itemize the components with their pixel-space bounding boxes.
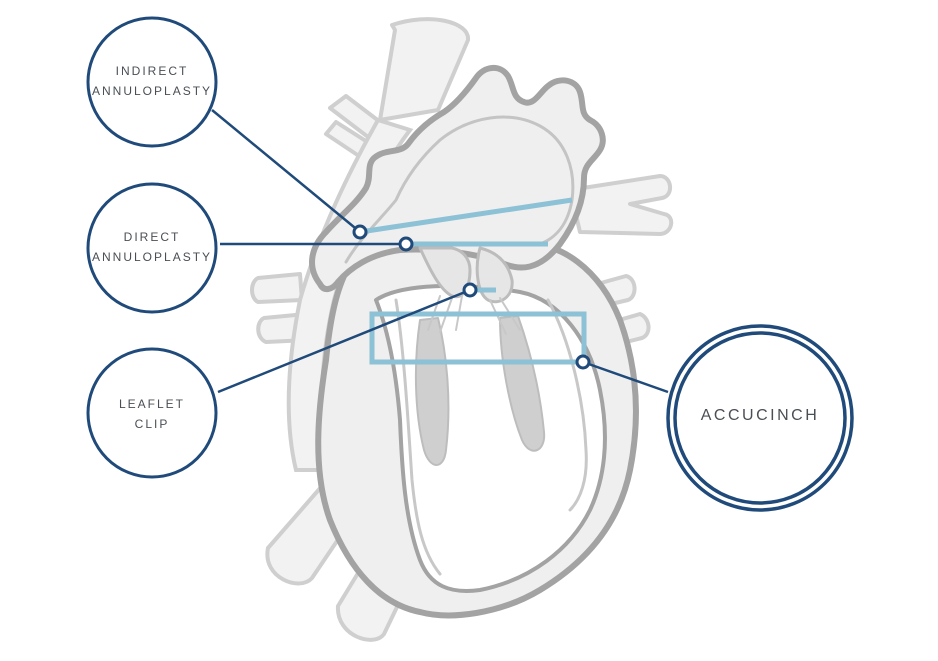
label-direct-line1: DIRECT xyxy=(123,230,181,244)
leader-leaflet xyxy=(217,288,471,394)
label-leaflet-line1: LEAFLET xyxy=(118,397,186,411)
leader-indirect xyxy=(211,109,361,233)
dot-indirect xyxy=(352,224,368,240)
pulmonary-vein-left-upper xyxy=(250,272,304,304)
circle-accucinch-inner xyxy=(673,331,847,505)
pulmonary-artery-right xyxy=(568,174,674,236)
label-accucinch: ACCUCINCH xyxy=(680,406,840,426)
callout-lines xyxy=(211,109,669,394)
callout-circles xyxy=(86,16,854,512)
circle-direct-annuloplasty xyxy=(86,182,218,314)
label-indirect-annuloplasty: INDIRECT ANNULOPLASTY xyxy=(92,61,212,101)
circle-leaflet-clip xyxy=(86,347,218,479)
leader-accucinch xyxy=(582,360,669,394)
dot-direct xyxy=(398,236,414,252)
connector-dots xyxy=(352,224,591,370)
ventricle-septum-line xyxy=(394,298,442,576)
device-indicators xyxy=(359,197,587,365)
label-accucinch-line1: ACCUCINCH xyxy=(700,407,820,424)
accucinch-implant-box xyxy=(369,311,587,365)
label-direct-line2: ANNULOPLASTY xyxy=(92,250,213,264)
indirect-annuloplasty-band xyxy=(359,197,573,235)
label-indirect-line2: ANNULOPLASTY xyxy=(92,84,213,98)
label-indirect-line1: INDIRECT xyxy=(115,64,189,78)
dot-leaflet xyxy=(462,282,478,298)
label-leaflet-clip: LEAFLET CLIP xyxy=(92,394,212,434)
dot-accucinch xyxy=(575,354,591,370)
label-direct-annuloplasty: DIRECT ANNULOPLASTY xyxy=(92,227,212,267)
ventricle-lateral-line xyxy=(546,298,588,512)
label-leaflet-line2: CLIP xyxy=(134,417,170,431)
papillary-muscle-right xyxy=(499,315,546,452)
superior-vena-cava xyxy=(378,17,470,122)
circle-indirect-annuloplasty xyxy=(86,16,218,148)
